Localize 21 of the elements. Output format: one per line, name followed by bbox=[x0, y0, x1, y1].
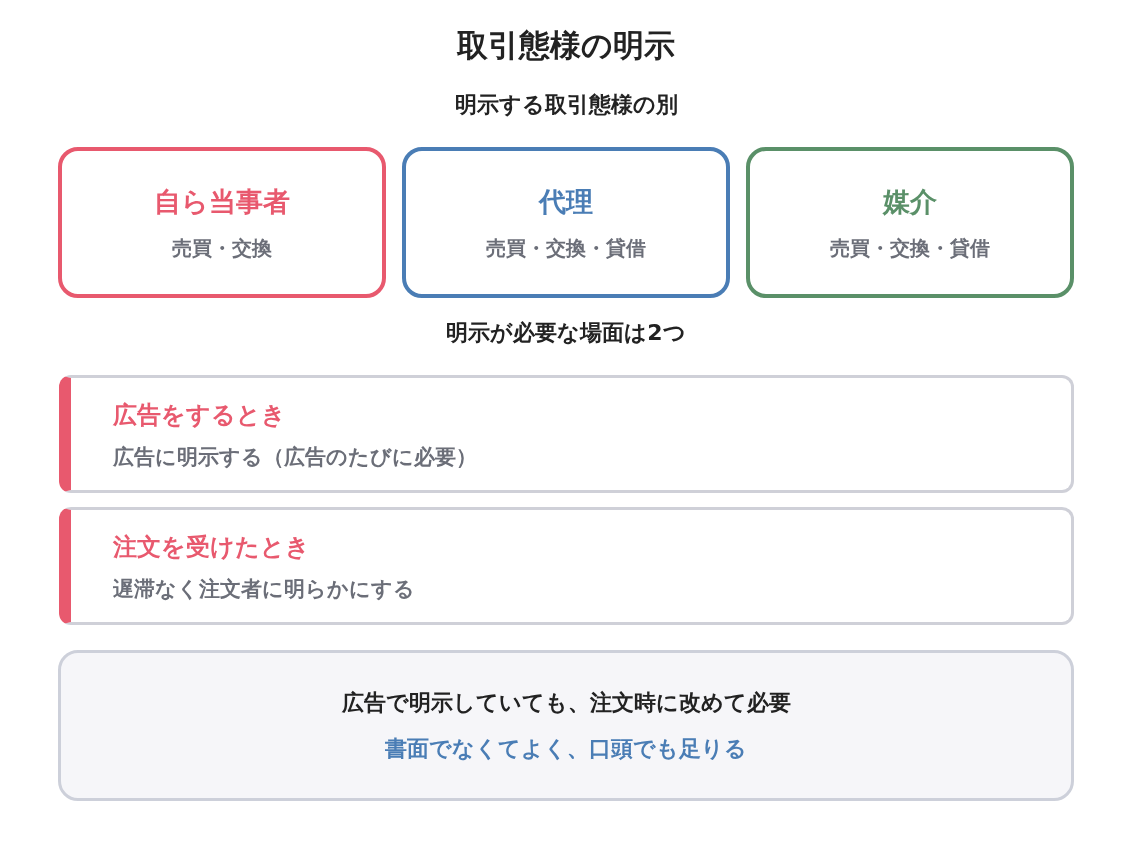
situation-card bbox=[59, 375, 1074, 493]
category-box bbox=[58, 147, 386, 298]
situation-detail: 遅滞なく注文者に明らかにする bbox=[113, 576, 416, 603]
note-text: 広告で明示していても、注文時に改めて必要 bbox=[341, 688, 791, 717]
category-title: 媒介 bbox=[883, 184, 937, 219]
note-box bbox=[58, 650, 1074, 801]
category-title: 代理 bbox=[539, 184, 593, 219]
situation-card bbox=[59, 507, 1074, 625]
category-box bbox=[402, 147, 730, 298]
note-highlight: 書面でなくてよく、口頭でも足りる bbox=[385, 734, 747, 763]
situation-detail: 広告に明示する（広告のたびに必要） bbox=[113, 444, 478, 471]
transaction-types: 売買・交換・貸借 bbox=[830, 234, 990, 262]
diagram-title: 取引態様の明示 bbox=[456, 26, 676, 65]
section-heading: 明示が必要な場面は2つ bbox=[445, 319, 687, 347]
category-box bbox=[746, 147, 1074, 298]
situation-title: 広告をするとき bbox=[113, 400, 287, 431]
category-title: 自ら当事者 bbox=[154, 184, 290, 219]
situation-title: 注文を受けたとき bbox=[113, 532, 311, 563]
section-heading: 明示する取引態様の別 bbox=[453, 91, 679, 119]
transaction-types: 売買・交換・貸借 bbox=[486, 234, 646, 262]
transaction-types: 売買・交換 bbox=[172, 234, 272, 262]
